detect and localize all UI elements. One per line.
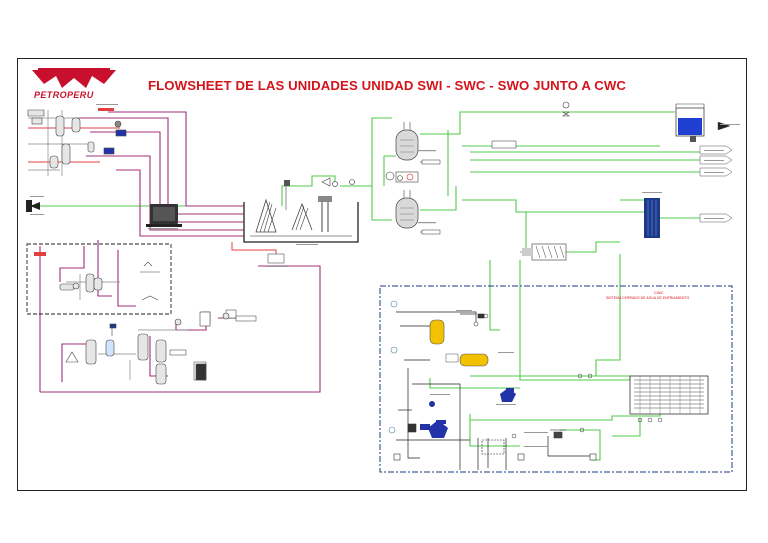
blue-exchanger-tower bbox=[644, 198, 660, 238]
heat-exchanger-mid bbox=[385, 171, 419, 183]
dashed-subsystem-box bbox=[26, 243, 172, 315]
subsystem-equipment bbox=[59, 261, 160, 301]
cwc-subtitle: SISTEMA CERRADO DE AGUA DE ENFRIAMIENTO bbox=[606, 296, 690, 300]
cooling-tower-unit bbox=[629, 375, 709, 415]
stripper-column-bottom bbox=[395, 190, 419, 229]
lower-left-equipment bbox=[65, 311, 230, 385]
drawing-frame bbox=[17, 58, 747, 491]
instrument-tags bbox=[169, 140, 517, 381]
logo-text: PETROPERU bbox=[34, 90, 94, 100]
treatment-basin bbox=[243, 180, 359, 243]
petroperu-logo-icon bbox=[32, 68, 116, 88]
blue-storage-tank bbox=[675, 103, 705, 142]
feed-inlet-block bbox=[26, 200, 32, 212]
tiny-label-marks bbox=[30, 104, 740, 447]
cwc-instrument-bulbs bbox=[483, 313, 663, 439]
cwc-label: CWC bbox=[654, 290, 664, 295]
cwc-pumps bbox=[420, 388, 516, 438]
page-title: FLOWSHEET DE LAS UNIDADES UNIDAD SWI - S… bbox=[148, 78, 627, 93]
cwc-yellow-vessels bbox=[429, 319, 489, 367]
small-dashed-box bbox=[481, 439, 505, 455]
swi-red-label bbox=[34, 108, 114, 256]
stripper-column-top bbox=[395, 122, 419, 161]
cwc-system-box bbox=[379, 285, 733, 473]
swi-equipment bbox=[27, 109, 127, 169]
cwc-small-equipment bbox=[388, 300, 597, 461]
feed-pump-unit bbox=[146, 204, 182, 227]
black-control-lines bbox=[396, 311, 592, 470]
valve-symbols bbox=[321, 101, 570, 187]
feed-inlet-arrow-icon bbox=[30, 202, 40, 210]
plate-heat-exchanger bbox=[522, 243, 567, 261]
